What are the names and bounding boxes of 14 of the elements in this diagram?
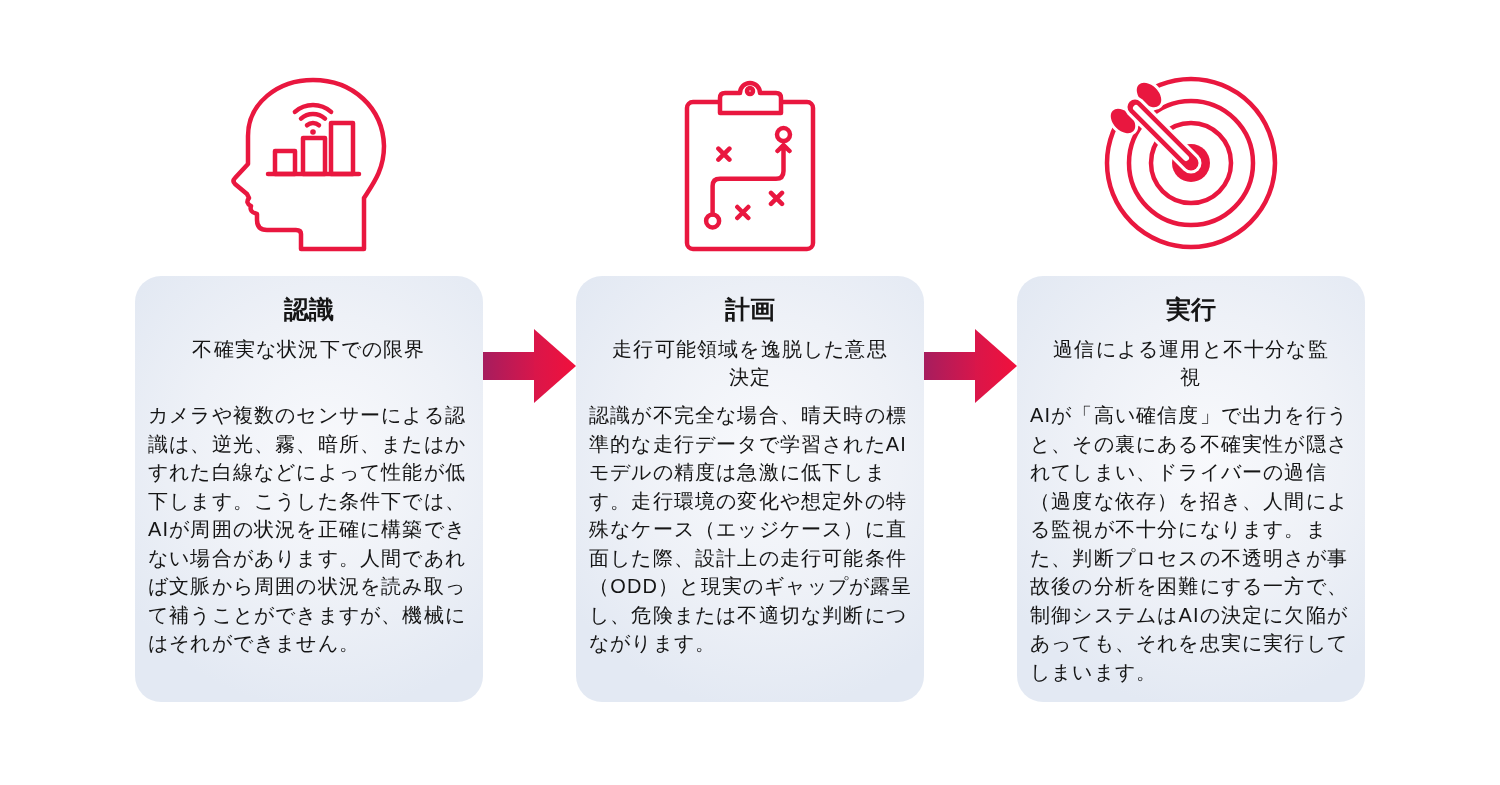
card-text: AIが「高い確信度」で出力を行うと、その裏にある不確実性が隠されてしまい、ドライバーの過信（過度な依存）を招き、人間による監視が不十分になります。また、判断プロセスの不透明さが事故後の分析を困難にする一方で、制御システムはAIの決定に欠陥があっても、それを忠実に実行してしまいます。 (1030, 403, 1350, 685)
step-card (1017, 276, 1365, 702)
card-text: カメラや複数のセンサーによる認識は、逆光、霧、暗所、またはかすれた白線などによって性能が低下します。こうした条件下では、AIが周囲の状況を正確に構築できない場合があります。人間であれば文脈から周囲の状況を読み取って補うことができますが、機械にはそれができません。 (148, 403, 468, 656)
card-heading: 実行 (1165, 294, 1217, 324)
card-text: 認識が不完全な場合、晴天時の標準的な走行データで学習されたAIモデルの精度は急激に低下します。走行環境の変化や想定外の特殊なケース（エッジケース）に直面した際、設計上の走行可能条件（ODD）と現実のギャップが露呈し、危険または不適切な判断につながります。 (589, 403, 914, 656)
arrow (924, 329, 1017, 403)
step-card (135, 276, 483, 702)
card-subtitle: 過信による運用と不十分な監視 (1052, 337, 1330, 390)
card-subtitle: 走行可能領域を逸脱した意思決定 (611, 337, 889, 390)
step-card (576, 276, 924, 702)
arrow (483, 329, 576, 403)
card-heading: 計画 (724, 294, 776, 324)
card-subtitle: 不確実な状況下での限界 (191, 337, 427, 362)
card-heading: 認識 (283, 294, 335, 324)
